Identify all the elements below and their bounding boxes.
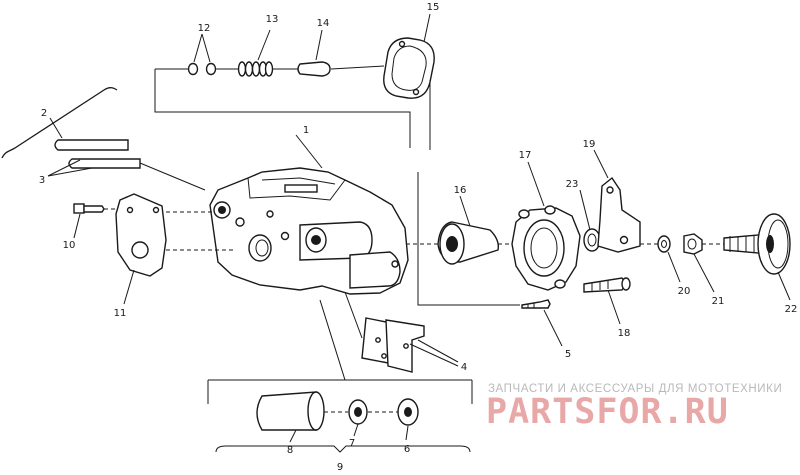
callout-11: 11 bbox=[114, 308, 127, 319]
part-16-valve bbox=[406, 221, 500, 265]
callout-7: 7 bbox=[349, 438, 355, 449]
callout-16: 16 bbox=[454, 185, 467, 196]
watermark-logo: PARTSFOR.RU bbox=[486, 392, 729, 432]
part-9-assembly bbox=[207, 379, 473, 453]
callout-2: 2 bbox=[41, 108, 47, 119]
part-14-plunger bbox=[297, 61, 331, 77]
part-15-gasket bbox=[383, 37, 435, 99]
part-19-bracket bbox=[597, 176, 641, 253]
callout-23: 23 bbox=[566, 179, 579, 190]
callout-1: 1 bbox=[303, 125, 309, 136]
callout-19: 19 bbox=[583, 139, 596, 150]
part-23-washer bbox=[583, 228, 601, 252]
callout-22: 22 bbox=[785, 304, 798, 315]
part-1-pump-body bbox=[209, 167, 409, 381]
callout-6: 6 bbox=[404, 444, 410, 455]
part-2-cable bbox=[1, 87, 118, 159]
part-18-screw bbox=[583, 277, 631, 293]
callout-18: 18 bbox=[618, 328, 631, 339]
part-20-washer bbox=[640, 235, 671, 253]
callout-12: 12 bbox=[198, 23, 211, 34]
callout-9: 9 bbox=[337, 462, 343, 473]
callout-21: 21 bbox=[712, 296, 725, 307]
part-11-cover-plate bbox=[115, 193, 236, 277]
callout-8: 8 bbox=[287, 445, 293, 456]
leader-lines bbox=[47, 13, 791, 443]
callout-labels: 1 2 3 4 5 6 7 8 9 10 11 12 13 14 15 16 1… bbox=[39, 2, 798, 473]
part-5-screw bbox=[521, 299, 551, 309]
callout-13: 13 bbox=[266, 14, 279, 25]
part-17-housing bbox=[498, 205, 581, 291]
callout-17: 17 bbox=[519, 150, 532, 161]
part-10-bolt bbox=[73, 203, 122, 214]
part-22-pulley bbox=[702, 213, 791, 275]
watermark-subtitle: ЗАПЧАСТИ И АКСЕССУАРЫ ДЛЯ МОТОТЕХНИКИ bbox=[488, 383, 783, 395]
callout-3: 3 bbox=[39, 175, 45, 186]
callout-5: 5 bbox=[565, 349, 571, 360]
part-21-nut bbox=[683, 233, 703, 255]
part-12-o-rings bbox=[187, 62, 217, 76]
callout-10: 10 bbox=[63, 240, 76, 251]
callout-15: 15 bbox=[427, 2, 440, 13]
callout-20: 20 bbox=[678, 286, 691, 297]
callout-14: 14 bbox=[317, 18, 330, 29]
part-3-pins bbox=[54, 139, 206, 191]
part-4-plates bbox=[361, 317, 459, 373]
assembly-lines-top bbox=[154, 65, 520, 306]
part-13-spring bbox=[237, 61, 274, 77]
callout-4: 4 bbox=[461, 362, 467, 373]
